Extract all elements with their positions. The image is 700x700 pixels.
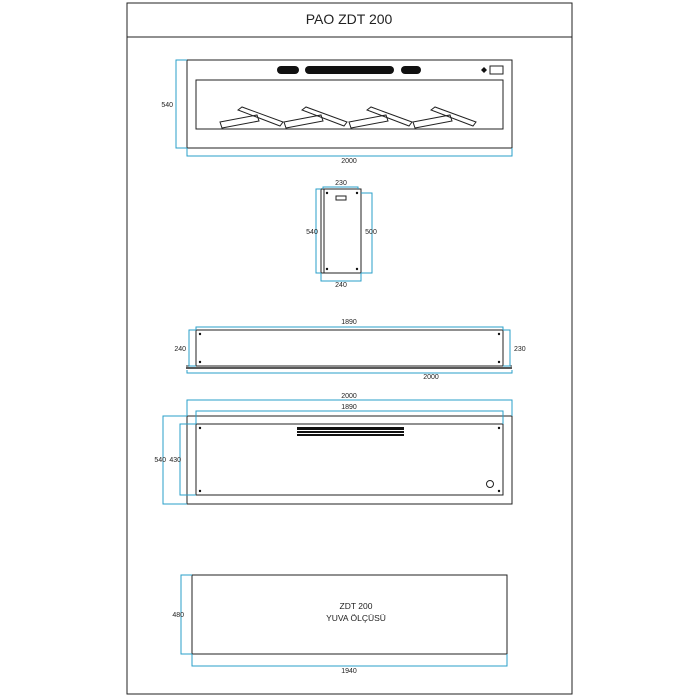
front-vent-slot-center	[305, 66, 394, 74]
side-body	[320, 188, 362, 274]
back-screw-2	[497, 426, 501, 430]
back-inner-width-dimension-line	[195, 410, 504, 424]
side-bottom-width-dimension-line	[320, 273, 362, 282]
top-right-depth-label: 230	[514, 346, 526, 353]
back-overall-height-label: 540	[154, 457, 166, 464]
niche-width-dimension-line	[191, 654, 508, 667]
back-outer-body	[186, 415, 513, 505]
top-screw-2	[497, 332, 501, 336]
back-vent-bar-2	[297, 431, 404, 433]
drawing-title: PAO ZDT 200	[306, 11, 393, 27]
front-width-label: 2000	[341, 158, 357, 165]
front-height-label: 540	[161, 102, 173, 109]
front-vent-slot-right	[401, 66, 421, 74]
front-vent-slot-left	[277, 66, 299, 74]
side-screw-bottom-left	[325, 267, 329, 271]
top-screw-1	[198, 332, 202, 336]
top-left-depth-label: 240	[174, 346, 186, 353]
power-port-icon	[486, 480, 494, 488]
log-set-3	[348, 106, 413, 129]
control-diamond-icon	[481, 67, 487, 73]
side-screw-bottom-right	[355, 267, 359, 271]
top-overall-width-dimension-line	[186, 370, 513, 374]
top-overall-width-label: 2000	[423, 374, 439, 381]
side-top-width-label: 230	[335, 180, 347, 187]
side-inner-height-label: 500	[365, 229, 377, 236]
back-view: 2000 1890 540 430	[154, 393, 513, 505]
back-inner-height-label: 430	[169, 457, 181, 464]
log-set-1	[219, 106, 284, 129]
front-glass-window	[195, 79, 504, 130]
top-screw-3	[198, 360, 202, 364]
niche-outline	[191, 574, 508, 655]
top-body	[195, 329, 504, 367]
top-inner-width-label: 1890	[341, 319, 357, 326]
top-view: 1890 240 230 2000	[174, 319, 525, 381]
back-inner-height-dimension-line	[179, 423, 196, 496]
log-set-4	[412, 106, 477, 129]
control-display-icon	[489, 65, 504, 75]
back-overall-width-dimension-line	[186, 399, 513, 416]
front-width-dimension-line	[186, 148, 513, 157]
side-screw-top-right	[355, 191, 359, 195]
top-right-depth-dimension-line	[503, 329, 511, 367]
back-screw-4	[497, 489, 501, 493]
niche-height-dimension-line	[180, 574, 192, 655]
side-screw-top-left	[325, 191, 329, 195]
side-outer-height-dimension-line	[315, 188, 321, 274]
niche-width-label: 1940	[341, 668, 357, 675]
back-inner-panel	[195, 423, 504, 496]
back-screw-3	[198, 489, 202, 493]
front-view: 540 2000	[161, 59, 513, 165]
side-outer-height-label: 540	[306, 229, 318, 236]
front-height-dimension-line	[175, 59, 187, 149]
back-overall-width-label: 2000	[341, 393, 357, 400]
niche-model-label: ZDT 200	[340, 601, 373, 611]
top-inner-width-dimension-line	[195, 326, 504, 330]
side-bracket-slot	[335, 195, 347, 201]
log-set-2	[283, 106, 348, 129]
top-left-depth-dimension-line	[188, 329, 196, 367]
front-body	[186, 59, 513, 149]
back-screw-1	[198, 426, 202, 430]
back-overall-height-dimension-line	[162, 415, 187, 505]
niche-size-label: YUVA ÖLÇÜSÜ	[326, 613, 386, 623]
back-vent-bar-1	[297, 427, 404, 430]
back-inner-width-label: 1890	[341, 404, 357, 411]
back-vent-bar-3	[297, 434, 404, 436]
side-view: 230 540 500 240	[306, 180, 377, 289]
top-screw-4	[497, 360, 501, 364]
side-bottom-width-label: 240	[335, 282, 347, 289]
niche-height-label: 480	[172, 612, 184, 619]
side-top-width-dimension-line	[322, 186, 359, 189]
sheet-border	[126, 2, 573, 695]
side-inner-height-dimension-line	[361, 192, 373, 274]
niche-view: ZDT 200 YUVA ÖLÇÜSÜ 480 1940	[172, 574, 508, 675]
